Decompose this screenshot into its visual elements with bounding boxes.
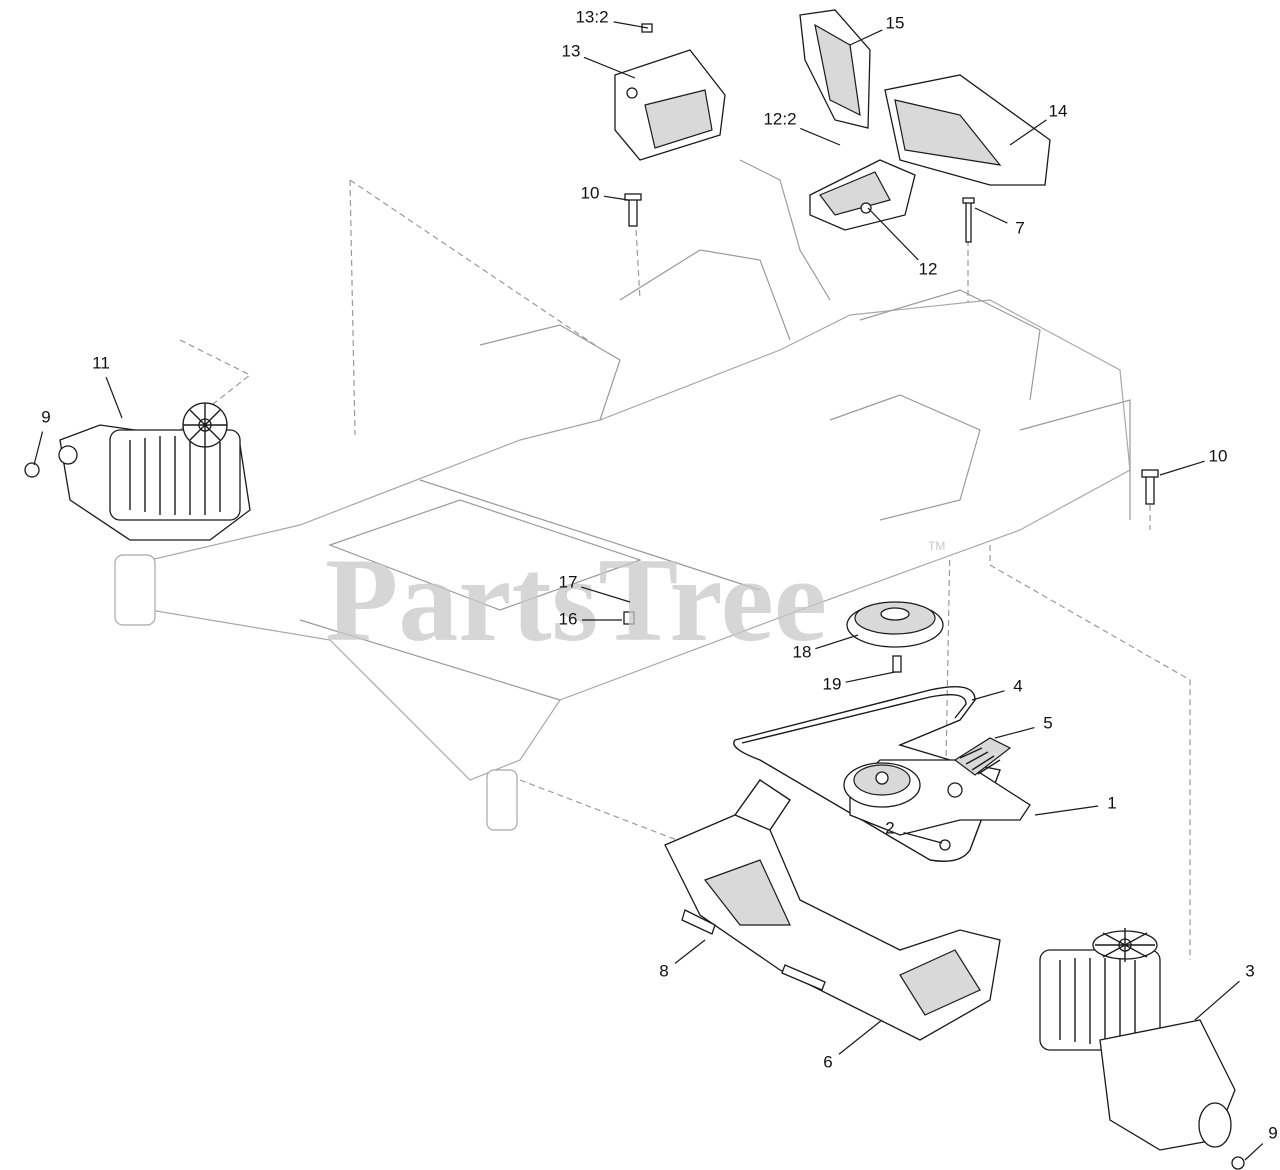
part-18-pulley [846, 601, 944, 648]
callout-c-1: 1 [1034, 793, 1117, 816]
part-14-shield [884, 74, 1051, 186]
leader-line [1244, 1143, 1264, 1161]
part-8-pin [681, 909, 826, 991]
callout-label: 18 [793, 642, 812, 661]
chassis-frame [114, 159, 1131, 831]
callout-c-17: 17 [559, 572, 631, 603]
callout-label: 10 [581, 183, 600, 202]
part-10-bolt-top [624, 193, 642, 227]
leader-line [994, 726, 1035, 739]
callout-c-12: 12 [867, 207, 938, 278]
leader-line [33, 431, 44, 466]
part-7-bolt [962, 197, 975, 243]
callout-c-9b: 9 [1244, 1123, 1278, 1161]
part-3-transaxle-right [1039, 928, 1236, 1151]
leader-line [1194, 980, 1240, 1021]
callout-c-11: 11 [92, 353, 123, 419]
part-11-transaxle-left [58, 402, 251, 541]
leader-line [583, 56, 636, 79]
callout-label: 1 [1107, 793, 1116, 812]
part-2-nut [939, 839, 951, 851]
leader-line [974, 207, 1008, 224]
callout-label: 2 [885, 818, 894, 837]
part-16-17-screw [623, 611, 635, 625]
callout-label: 8 [659, 961, 668, 980]
leader-line [903, 832, 943, 844]
callout-c-19: 19 [823, 671, 896, 693]
callout-label: 3 [1245, 961, 1254, 980]
callout-c-18: 18 [793, 634, 859, 661]
leader-line [1009, 119, 1047, 146]
watermark-text: PartsTree [325, 533, 827, 666]
callout-c-7: 7 [974, 207, 1025, 237]
part-5-spring [953, 737, 1012, 776]
leader-line [800, 127, 841, 146]
callout-c-13-2: 13:2 [575, 7, 649, 29]
watermark-trademark: TM [928, 539, 945, 553]
leader-line [105, 376, 123, 419]
part-9-nut-left [24, 462, 40, 478]
part-4-belt [733, 686, 1001, 862]
callout-label: 6 [823, 1052, 832, 1071]
callout-label: 12:2 [763, 109, 796, 128]
leader-line [838, 1019, 883, 1055]
callout-c-8: 8 [659, 939, 706, 980]
watermark: PartsTree TM [325, 533, 945, 666]
callout-label: 16 [559, 609, 578, 628]
part-13-shield [614, 49, 726, 161]
part-12-shield [809, 159, 916, 231]
leader-line [603, 195, 629, 201]
callout-label: 17 [559, 572, 578, 591]
callout-label: 11 [92, 353, 110, 372]
callout-label: 12 [919, 259, 938, 278]
leader-line [867, 207, 919, 261]
callout-c-15: 15 [849, 13, 905, 46]
callout-c-2: 2 [885, 818, 943, 844]
callout-label: 9 [1268, 1123, 1277, 1142]
part-9-nut-right [1231, 1156, 1245, 1170]
callout-c-9a: 9 [33, 407, 51, 466]
callout-c-5: 5 [994, 713, 1053, 739]
callout-label: 5 [1043, 713, 1052, 732]
part-15-shield [799, 9, 871, 129]
callout-c-10b: 10 [1159, 446, 1228, 476]
callout-label: 4 [1013, 676, 1022, 695]
callout-c-3: 3 [1194, 961, 1255, 1021]
callout-label: 7 [1015, 218, 1024, 237]
part-19-key [892, 655, 902, 673]
callout-c-6: 6 [823, 1019, 883, 1071]
callout-label: 13 [562, 41, 581, 60]
callout-c-14: 14 [1009, 101, 1068, 146]
callout-label: 15 [886, 13, 905, 32]
leader-line [613, 21, 649, 29]
callout-c-16: 16 [559, 609, 622, 628]
callout-c-12-2: 12:2 [763, 109, 841, 146]
part-10-bolt-right [1141, 469, 1159, 505]
callout-c-10a: 10 [581, 183, 629, 202]
callout-label: 10 [1209, 446, 1228, 465]
leader-line [1159, 460, 1205, 476]
callout-label: 9 [41, 407, 50, 426]
part-1-idler-arm [843, 759, 1031, 836]
callout-label: 14 [1049, 101, 1068, 120]
callout-c-4: 4 [971, 676, 1023, 701]
leader-line [849, 29, 883, 46]
leader-line [815, 634, 859, 650]
leader-line [1034, 805, 1099, 816]
callout-label: 13:2 [575, 7, 608, 26]
part-6-bracket [664, 779, 1001, 1041]
callout-label: 19 [823, 674, 842, 693]
leader-line [581, 586, 631, 603]
leader-line [845, 671, 896, 683]
leader-line [971, 690, 1005, 701]
callout-c-13: 13 [562, 41, 636, 79]
leader-line [674, 939, 706, 964]
